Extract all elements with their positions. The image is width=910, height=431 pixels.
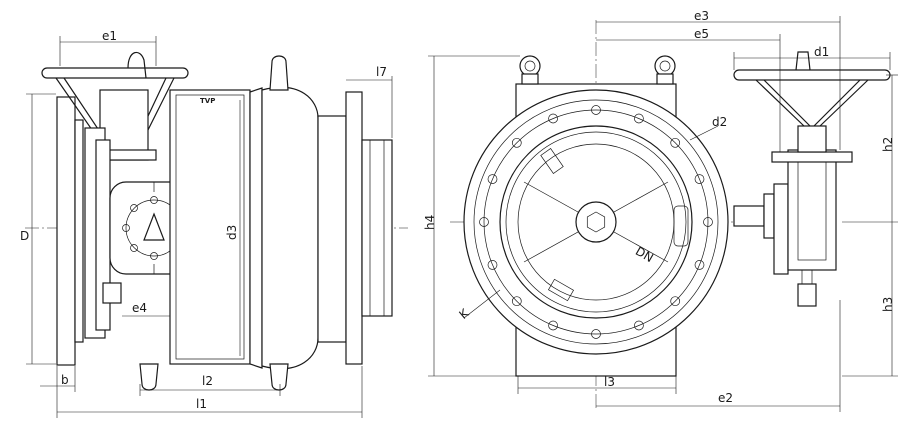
dim-e4: e4 [132,301,147,315]
bottom-lug-right [269,363,289,391]
valve-body-center [169,89,251,365]
rib-slot-bottom [547,278,575,302]
gearbox-front [773,183,789,275]
rib-slot-top [540,148,564,174]
front-view: e3 e5 d1 d2 h2 h3 h4 [423,9,898,412]
valve-barrel [261,86,319,370]
dim-e1: e1 [102,29,117,43]
dim-e2: e2 [718,391,733,405]
rib-slot-right [673,205,689,247]
dim-e3: e3 [694,9,709,23]
gearbox-top-plate [771,151,853,163]
actuator-neck [733,205,765,227]
left-flange-ring [74,119,84,343]
dim-d2: d2 [712,115,727,129]
outlet-pipe [361,139,393,317]
top-lug-side [269,55,289,91]
lifting-eyes [519,55,676,85]
dim-l2: l2 [202,374,213,388]
handwheel-rim-front [733,69,891,81]
dim-l3: l3 [604,375,615,389]
dim-l1: l1 [196,397,207,411]
bottom-lug-left [139,363,159,391]
body-step [249,87,263,369]
handwheel-handle-front [795,51,811,71]
dim-b: b [61,373,69,387]
right-flange-neck [317,115,347,343]
dim-d3: d3 [225,225,239,240]
dimensions-side: e1 l7 D d3 e4 l2 b [20,29,393,418]
dim-h3: h3 [881,297,895,312]
hex-nut-icon [586,211,606,233]
gearbox-column-front [797,125,827,153]
dim-D: D [20,229,29,243]
flange-bolt-holes [479,105,713,339]
dim-h2: h2 [881,137,895,152]
dim-e5: e5 [694,27,709,41]
dim-l7: l7 [376,65,387,79]
side-view: TVP e1 l7 D [20,29,408,418]
brand-mark: TVP [200,97,215,105]
handwheel-handle [127,51,147,79]
gearbox-bottom-bolt [102,282,122,304]
front-actuator [733,51,891,307]
dim-h4: h4 [423,215,437,230]
gearbox-housing-front [787,149,837,271]
dim-d1: d1 [814,45,829,59]
right-flange [345,91,363,365]
handwheel-rim-side [41,67,189,79]
gearbox-bottom-bolt-front [797,283,817,307]
bolt-circle [483,109,709,335]
left-flange [56,96,76,366]
actuator-flange-front [763,193,775,239]
central-hub [575,201,617,243]
direction-arrow-icon [143,212,165,241]
